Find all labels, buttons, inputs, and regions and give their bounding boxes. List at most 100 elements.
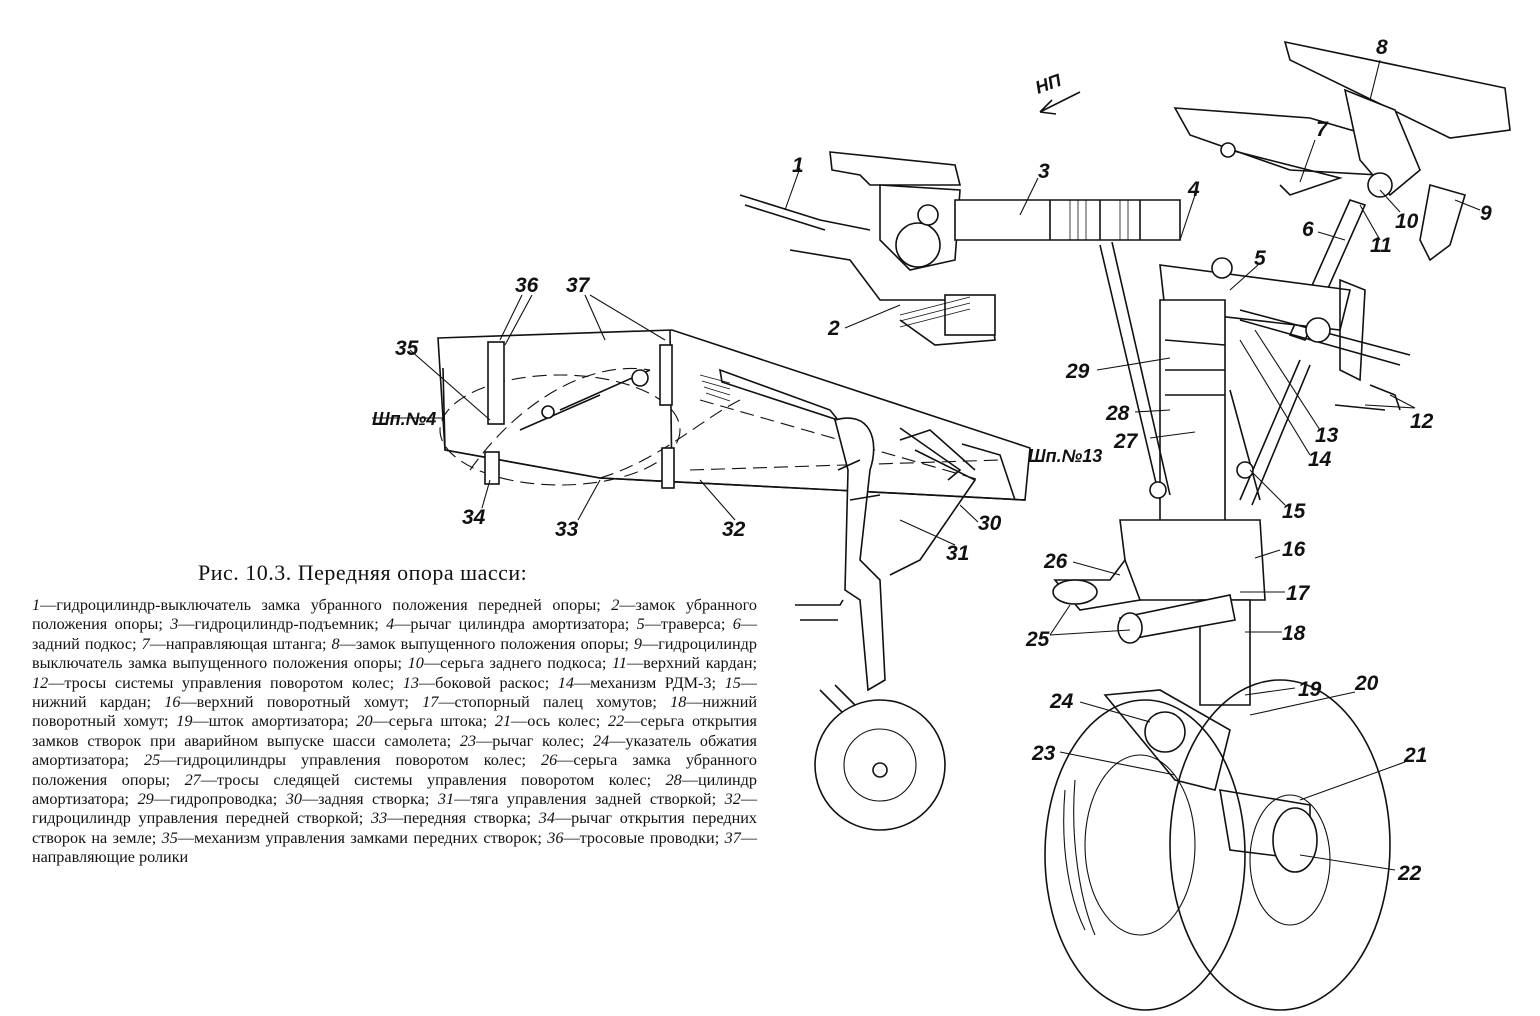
callout-12: 12 (1410, 410, 1434, 433)
callout-35: 35 (395, 337, 419, 360)
legend-text: —замок убранного положения опоры; (32, 596, 757, 634)
legend-text: —шток амортизатора; (192, 712, 357, 731)
forward-direction-arrow: НП (1033, 70, 1081, 115)
legend-text: —верхний кардан; (626, 654, 757, 673)
callout-22: 22 (1397, 862, 1422, 885)
legend-number: 2 (611, 596, 620, 614)
legend-item: 28—цилиндр амортизатора; (32, 771, 757, 808)
legend-text: —гидроцилиндры управления поворотом коле… (160, 751, 542, 770)
legend-text: —указатель обжатия амортизатора; (32, 731, 757, 770)
legend-item: 17—стопорный палец хомутов; (422, 693, 670, 711)
legend-number: 8 (331, 634, 340, 653)
legend-item: 24—указатель обжатия амортизатора; (32, 732, 757, 769)
callout-18: 18 (1282, 622, 1306, 645)
legend-number: 31 (437, 790, 455, 809)
callout-14: 14 (1308, 448, 1332, 471)
legend-item: 8—замок выпущенного положения опоры; (332, 635, 634, 653)
legend-number: 36 (547, 828, 564, 847)
legend-item: 30—задняя створка; (286, 790, 438, 808)
legend-item: 9—гидроцилиндр выключатель замка выпущен… (32, 635, 757, 672)
legend-number: 5 (636, 615, 645, 634)
legend-item: 21—ось колес; (495, 712, 608, 730)
legend-item: 5—траверса; (637, 615, 733, 633)
legend-number: 35 (161, 828, 178, 847)
callout-15: 15 (1282, 500, 1306, 523)
legend-number: 37 (724, 828, 741, 847)
legend-number: 12 (32, 673, 49, 692)
callout-5: 5 (1254, 247, 1266, 270)
legend-text: —замок выпущенного положения опоры; (339, 634, 634, 653)
legend-number: 29 (137, 790, 154, 809)
legend-text: —тяга управления задней створкой; (454, 790, 725, 809)
callout-31: 31 (946, 542, 969, 565)
legend-item: 37—направляющие ролики (32, 829, 757, 866)
legend-text: —тросовые проводки; (563, 828, 725, 847)
figure-caption: Рис. 10.3. Передняя опора шасси: (198, 560, 528, 585)
legend-text: —траверса; (644, 615, 733, 634)
legend-item: 18—нижний поворотный хомут; (32, 693, 757, 730)
callout-25: 25 (1025, 628, 1050, 651)
callout-8: 8 (1376, 36, 1388, 59)
legend-item: 1—гидроцилиндр-выключатель замка убранно… (32, 596, 611, 614)
legend-number: 32 (724, 790, 741, 809)
legend-item: 12—тросы системы управления поворотом ко… (32, 674, 403, 692)
legend-text: —задний подкос; (32, 615, 757, 653)
legend-item: 25—гидроцилиндры управления поворотом ко… (144, 751, 541, 769)
legend-item: 23—рычаг колес; (460, 732, 593, 750)
legend-number: 34 (538, 809, 555, 828)
callout-23: 23 (1031, 742, 1056, 765)
legend-number: 21 (494, 712, 512, 731)
callout-numbers: 1 2 3 4 5 6 7 8 9 10 11 12 13 14 15 16 1… (395, 36, 1492, 885)
callout-17: 17 (1286, 582, 1311, 605)
legend-number: 15 (724, 673, 741, 692)
legend-number: 22 (608, 712, 625, 731)
callout-37: 37 (566, 274, 591, 297)
callout-36: 36 (515, 274, 539, 297)
legend-text: —стопорный палец хомутов; (438, 693, 671, 712)
legend-item: 16—верхний поворотный хомут; (164, 693, 422, 711)
figure-legend: 1—гидроцилиндр-выключатель замка убранно… (32, 596, 757, 868)
legend-text: —серьга заднего подкоса; (423, 654, 612, 673)
callout-11: 11 (1370, 234, 1392, 257)
legend-number: 16 (164, 693, 181, 712)
callout-4: 4 (1187, 178, 1200, 201)
legend-text: —боковой раскос; (418, 673, 558, 692)
callout-leaders (409, 59, 1481, 871)
callout-3: 3 (1038, 160, 1050, 183)
legend-text: —гидроцилиндр выключатель замка выпущенн… (32, 634, 757, 673)
legend-number: 10 (407, 654, 424, 673)
callout-10: 10 (1395, 210, 1419, 233)
legend-text: —механизм управления замками передних ст… (177, 828, 548, 847)
callout-6: 6 (1302, 218, 1314, 241)
legend-item: 34—рычаг открытия передних створок на зе… (32, 809, 757, 846)
legend-number: 24 (593, 731, 610, 750)
legend-number: 6 (732, 615, 741, 634)
legend-number: 14 (557, 673, 574, 692)
legend-item: 7—направляющая штанга; (142, 635, 332, 653)
legend-number: 23 (459, 731, 477, 750)
callout-9: 9 (1480, 202, 1492, 225)
legend-item: 35—механизм управления замками передних … (162, 829, 548, 847)
legend-number: 28 (665, 770, 682, 789)
legend-number: 19 (176, 712, 193, 731)
legend-item: 14—механизм РДМ-3; (558, 674, 725, 692)
legend-item: 10—серьга заднего подкоса; (408, 654, 612, 672)
legend-item: 2—замок убранного положения опоры; (32, 596, 757, 633)
callout-24: 24 (1049, 690, 1074, 713)
legend-item: 4—рычаг цилиндра амортизатора; (386, 615, 637, 633)
legend-text: —направляющая штанга; (149, 634, 332, 653)
callout-19: 19 (1298, 678, 1322, 701)
small-strut-view (795, 417, 977, 831)
legend-item: 36—тросовые проводки; (547, 829, 724, 847)
legend-text: —гидроцилиндр-подъемник; (178, 615, 387, 634)
legend-number: 3 (170, 615, 179, 634)
legend-number: 7 (141, 634, 150, 653)
legend-text: —рычаг цилиндра амортизатора; (394, 615, 637, 634)
legend-text: —задняя створка; (301, 790, 438, 809)
legend-number: 27 (184, 770, 201, 789)
legend-item: 3—гидроцилиндр-подъемник; (170, 615, 386, 633)
legend-number: 25 (144, 751, 161, 770)
legend-item: 26—серьга замка убранного положения опор… (32, 751, 757, 788)
legend-text: —ось колес; (511, 712, 609, 731)
